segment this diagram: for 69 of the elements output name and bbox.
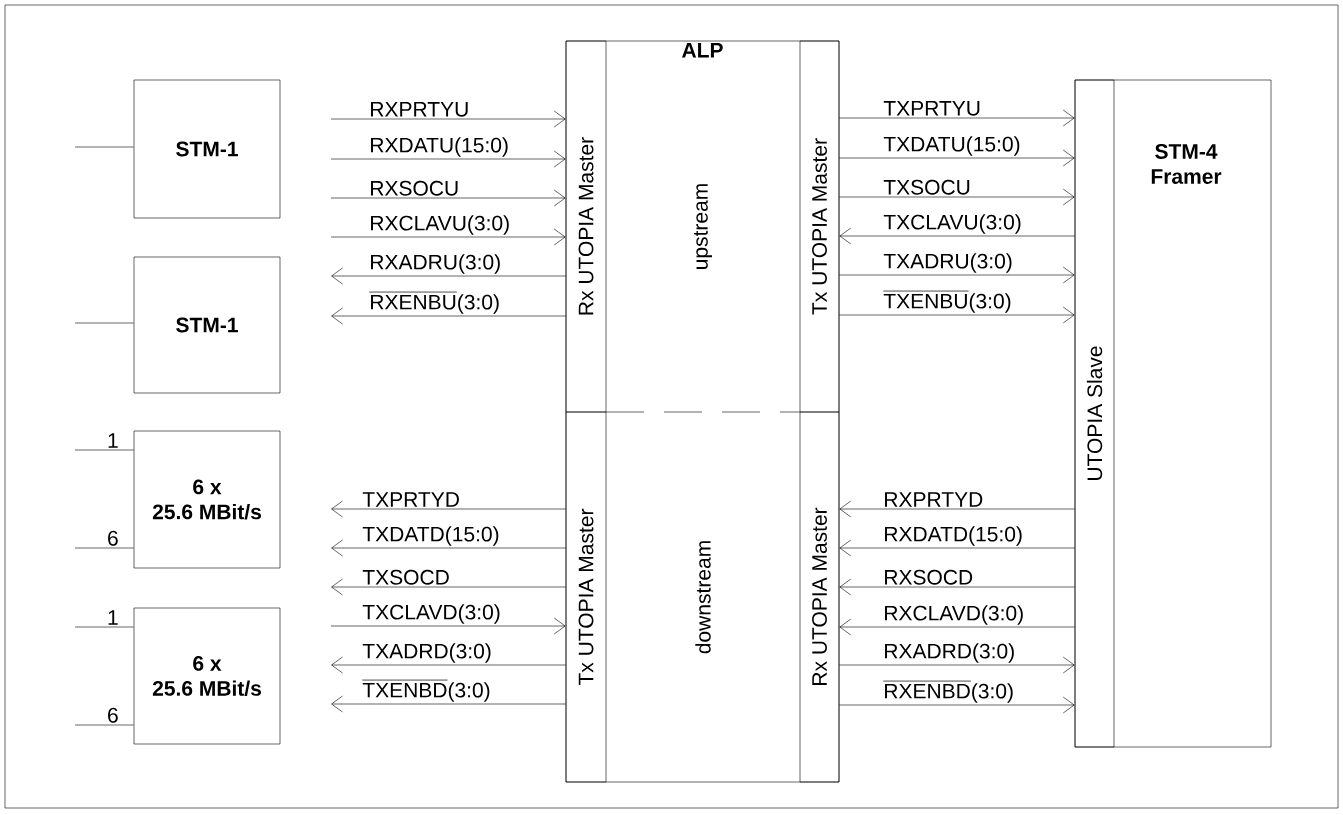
signal-arrow: [330, 150, 566, 168]
signal-arrow: [331, 307, 566, 325]
edge-label: TXADRD(3:0): [361, 642, 493, 664]
edge-label: RXDATU(15:0): [368, 136, 510, 158]
input-line: [74, 724, 134, 726]
edge-label: RXSOCD: [882, 568, 975, 586]
signal-arrow: [330, 110, 566, 128]
section-label: upstream: [694, 184, 712, 269]
signal-arrow: [839, 696, 1075, 714]
interface-strip: Rx UTOPIA Master: [799, 411, 840, 783]
edge-label: TXPRTYU: [882, 100, 982, 117]
signal-arrow: [330, 228, 566, 246]
edge-label: 1: [106, 609, 120, 626]
edge-label: 6: [106, 529, 120, 547]
module-box: STM-1: [133, 256, 281, 394]
edge-label: TXENBU(3:0): [882, 289, 1013, 314]
edge-label: TXSOCU: [882, 178, 972, 196]
signal-arrow: [331, 500, 566, 518]
edge-label: RXENBU(3:0): [368, 290, 501, 315]
signal-arrow: [839, 266, 1075, 284]
edge-label: TXADRU(3:0): [882, 252, 1014, 274]
signal-arrow: [839, 656, 1075, 674]
edge-label: 1: [106, 432, 120, 449]
edge-label: RXADRU(3:0): [368, 253, 503, 275]
interface-strip: Tx UTOPIA Master: [565, 411, 607, 783]
input-line: [74, 626, 134, 628]
edge-label: RXADRD(3:0): [882, 642, 1017, 664]
signal-arrow: [839, 149, 1075, 167]
edge-label: RXSOCU: [368, 179, 461, 197]
signal-arrow: [839, 578, 1075, 596]
edge-label: TXCLAVD(3:0): [361, 603, 502, 625]
signal-arrow: [839, 539, 1075, 557]
section-label: downstream: [695, 541, 711, 654]
edge-label: RXPRTYU: [368, 101, 471, 118]
module-box: 6 x 25.6 MBit/s: [133, 430, 281, 569]
signal-arrow: [839, 306, 1075, 324]
signal-arrow: [839, 618, 1075, 636]
edge-label: TXDATD(15:0): [361, 525, 501, 547]
edge-label: TXPRTYD: [361, 491, 461, 508]
edge-label: RXCLAVD(3:0): [882, 604, 1026, 626]
signal-arrow: [839, 500, 1075, 518]
signal-arrow: [330, 189, 566, 207]
signal-arrow: [331, 578, 566, 596]
signal-arrow: [331, 695, 566, 713]
signal-arrow: [331, 539, 566, 557]
edge-label: RXDATD(15:0): [882, 525, 1024, 547]
edge-label: RXPRTYD: [882, 491, 985, 508]
edge-label: 6: [106, 706, 120, 724]
edge-label: RXCLAVU(3:0): [368, 214, 512, 236]
signal-arrow: [331, 267, 566, 285]
edge-label: TXCLAVU(3:0): [882, 213, 1023, 235]
edge-label: TXENBD(3:0): [361, 678, 492, 703]
interface-strip: Rx UTOPIA Master: [565, 40, 607, 413]
edge-label: TXDATU(15:0): [882, 135, 1022, 157]
signal-arrow: [839, 227, 1075, 245]
input-line: [74, 547, 134, 549]
input-line: [74, 449, 134, 451]
module-box: 6 x 25.6 MBit/s: [133, 607, 281, 745]
signal-arrow: [330, 617, 566, 635]
interface-strip: UTOPIA Slave: [1074, 79, 1115, 748]
edge-label: RXENBD(3:0): [882, 679, 1015, 704]
signal-arrow: [331, 656, 566, 674]
edge-label: TXSOCD: [361, 568, 451, 586]
signal-arrow: [839, 109, 1075, 127]
module-box: STM-1: [133, 79, 281, 219]
input-line: [74, 146, 134, 148]
input-line: [74, 322, 134, 324]
signal-arrow: [839, 188, 1075, 206]
interface-strip: Tx UTOPIA Master: [799, 40, 840, 413]
